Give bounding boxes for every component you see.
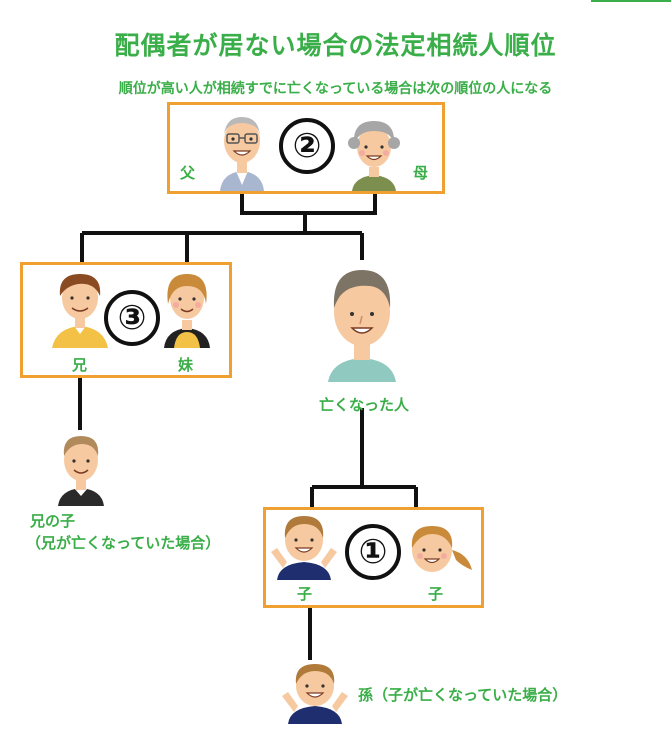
label-mother: 母 [413, 164, 429, 182]
rank-2-badge: ② [279, 118, 335, 174]
rank-1-badge: ① [345, 524, 401, 580]
older-brother-figure [52, 274, 108, 348]
father-figure [220, 117, 264, 191]
top-edge-accent [591, 0, 671, 2]
younger-sister-figure [164, 274, 210, 348]
page-title: 配偶者が居ない場合の法定相続人順位 [114, 31, 557, 60]
child-left-figure [271, 516, 337, 580]
rank-3-badge: ③ [104, 290, 160, 346]
label-nephew-condition: （兄が亡くなっていた場合） [26, 534, 221, 552]
page-subtitle: 順位が高い人が相続すでに亡くなっている場合は次の順位の人になる [118, 81, 553, 97]
mother-figure [348, 121, 400, 191]
nephew-figure [58, 436, 104, 506]
label-father: 父 [180, 164, 196, 182]
label-older-brother: 兄 [72, 356, 88, 374]
deceased-person-figure [328, 270, 396, 382]
child-right-figure [411, 526, 472, 572]
label-nephew: 兄の子 [30, 512, 76, 530]
label-child-right: 子 [428, 585, 444, 603]
label-grandchild: 孫（子が亡くなっていた場合） [358, 686, 568, 704]
parents-connector [240, 194, 377, 215]
label-younger-sister: 妹 [178, 356, 194, 374]
grandchild-figure [282, 664, 348, 724]
label-deceased: 亡くなった人 [319, 396, 410, 414]
label-child-left: 子 [297, 585, 313, 603]
